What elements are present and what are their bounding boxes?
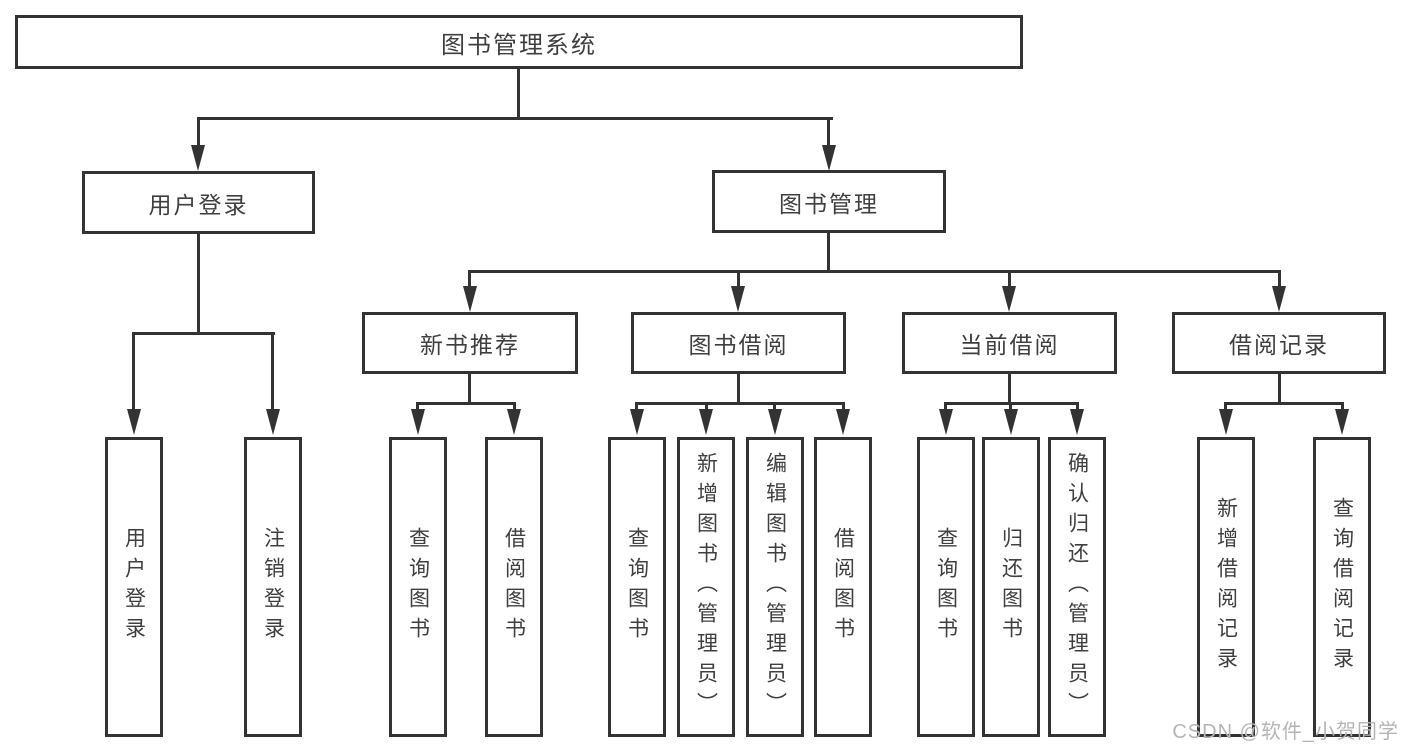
arrowhead-leaf-logout: [266, 409, 280, 435]
arrowhead-leaf: [630, 409, 644, 435]
arrowhead-leaf: [939, 409, 953, 435]
connector-drop: [416, 402, 419, 412]
connector-drop-current-borrowing: [1008, 270, 1011, 288]
connector-book-management-stem: [827, 232, 830, 272]
connector-drop-leaf-logout: [271, 332, 274, 410]
leaf-query-books-current: 查询图书: [917, 437, 975, 737]
arrowhead-book-borrowing: [731, 286, 745, 312]
leaf-label: 归还图书: [999, 527, 1023, 647]
node-current-borrowing: 当前借阅: [902, 312, 1117, 374]
leaf-label: 注销登录: [261, 527, 285, 647]
connector-drop: [513, 402, 516, 412]
arrowhead-user-login: [191, 145, 205, 171]
leaf-query-books-borrowing: 查询图书: [608, 437, 666, 737]
connector-user-login-rail: [132, 332, 275, 335]
leaf-add-borrow-record: 新增借阅记录: [1197, 437, 1255, 737]
node-label: 图书管理: [779, 190, 879, 217]
leaf-logout: 注销登录: [244, 437, 302, 737]
connector-drop-borrowing-records: [1278, 270, 1281, 288]
node-book-management: 图书管理: [712, 170, 946, 233]
arrowhead-leaf-user-login: [127, 409, 141, 435]
connector-new-book-stem: [468, 373, 471, 405]
connector-drop: [1341, 402, 1344, 412]
arrowhead-borrowing-records: [1272, 286, 1286, 312]
leaf-label: 编辑图书（管理员）: [763, 452, 787, 722]
leaf-label: 查询图书: [934, 527, 958, 647]
leaf-confirm-return-admin: 确认归还（管理员）: [1048, 437, 1106, 737]
connector-current-borrowing-stem: [1008, 373, 1011, 405]
node-label: 图书管理系统: [441, 31, 597, 59]
leaf-label: 新增图书（管理员）: [694, 452, 718, 722]
leaf-label: 新增借阅记录: [1214, 497, 1238, 677]
connector-book-borrowing-rail: [635, 402, 845, 405]
connector-new-book-rail: [416, 402, 516, 405]
leaf-label: 确认归还（管理员）: [1065, 452, 1089, 722]
connector-drop: [773, 402, 776, 412]
arrowhead-book-management: [822, 145, 836, 171]
arrowhead-leaf: [1070, 409, 1084, 435]
connector-drop: [635, 402, 638, 412]
connector-book-management-rail: [468, 270, 1281, 273]
connector-root-stem: [517, 69, 520, 120]
node-user-login: 用户登录: [82, 171, 315, 234]
connector-drop: [1076, 402, 1079, 412]
leaf-borrow-books-borrowing: 借阅图书: [814, 437, 872, 737]
arrowhead-leaf: [1219, 409, 1233, 435]
connector-drop: [944, 402, 947, 412]
leaf-label: 查询借阅记录: [1330, 497, 1354, 677]
connector-drop-user-login: [197, 117, 200, 149]
arrowhead-leaf: [699, 409, 713, 435]
arrowhead-leaf: [768, 409, 782, 435]
node-new-book-recommendation: 新书推荐: [362, 312, 578, 374]
leaf-borrow-books-recommendation: 借阅图书: [485, 437, 543, 737]
node-label: 用户登录: [148, 191, 249, 218]
node-book-borrowing: 图书借阅: [631, 312, 846, 374]
node-label: 当前借阅: [959, 332, 1060, 358]
arrowhead-leaf: [1004, 409, 1018, 435]
connector-drop-leaf-user-login: [132, 332, 135, 410]
connector-drop-new-book: [468, 270, 471, 288]
arrowhead-leaf: [1335, 409, 1349, 435]
leaf-label: 查询图书: [406, 527, 430, 647]
arrowhead-leaf: [411, 409, 425, 435]
connector-borrowing-records-rail: [1224, 402, 1344, 405]
connector-borrowing-records-stem: [1278, 373, 1281, 405]
node-label: 借阅记录: [1229, 332, 1329, 358]
leaf-query-borrow-record: 查询借阅记录: [1313, 437, 1371, 737]
node-borrowing-records: 借阅记录: [1172, 312, 1386, 374]
connector-user-login-stem: [197, 233, 200, 334]
connector-drop: [1224, 402, 1227, 412]
connector-drop: [705, 402, 708, 412]
leaf-label: 借阅图书: [502, 527, 526, 647]
node-label: 新书推荐: [420, 332, 520, 358]
connector-drop-book-borrowing: [737, 270, 740, 288]
connector-drop: [842, 402, 845, 412]
node-label: 图书借阅: [688, 332, 789, 358]
arrowhead-leaf: [507, 409, 521, 435]
connector-root-rail: [197, 117, 833, 120]
connector-drop: [1009, 402, 1012, 412]
leaf-query-books-recommendation: 查询图书: [389, 437, 447, 737]
arrowhead-current-borrowing: [1002, 286, 1016, 312]
leaf-add-book-admin: 新增图书（管理员）: [677, 437, 735, 737]
leaf-label: 用户登录: [122, 527, 146, 647]
connector-book-borrowing-stem: [737, 373, 740, 405]
arrowhead-leaf: [836, 409, 850, 435]
csdn-watermark: CSDN @软件_小贺同学: [1172, 721, 1399, 743]
connector-drop-book-management: [827, 117, 830, 149]
arrowhead-new-book: [463, 286, 477, 312]
leaf-return-book: 归还图书: [982, 437, 1040, 737]
leaf-label: 借阅图书: [831, 527, 855, 647]
leaf-edit-book-admin: 编辑图书（管理员）: [746, 437, 804, 737]
leaf-user-login: 用户登录: [105, 437, 163, 737]
leaf-label: 查询图书: [625, 527, 649, 647]
node-library-management-system: 图书管理系统: [15, 15, 1023, 69]
